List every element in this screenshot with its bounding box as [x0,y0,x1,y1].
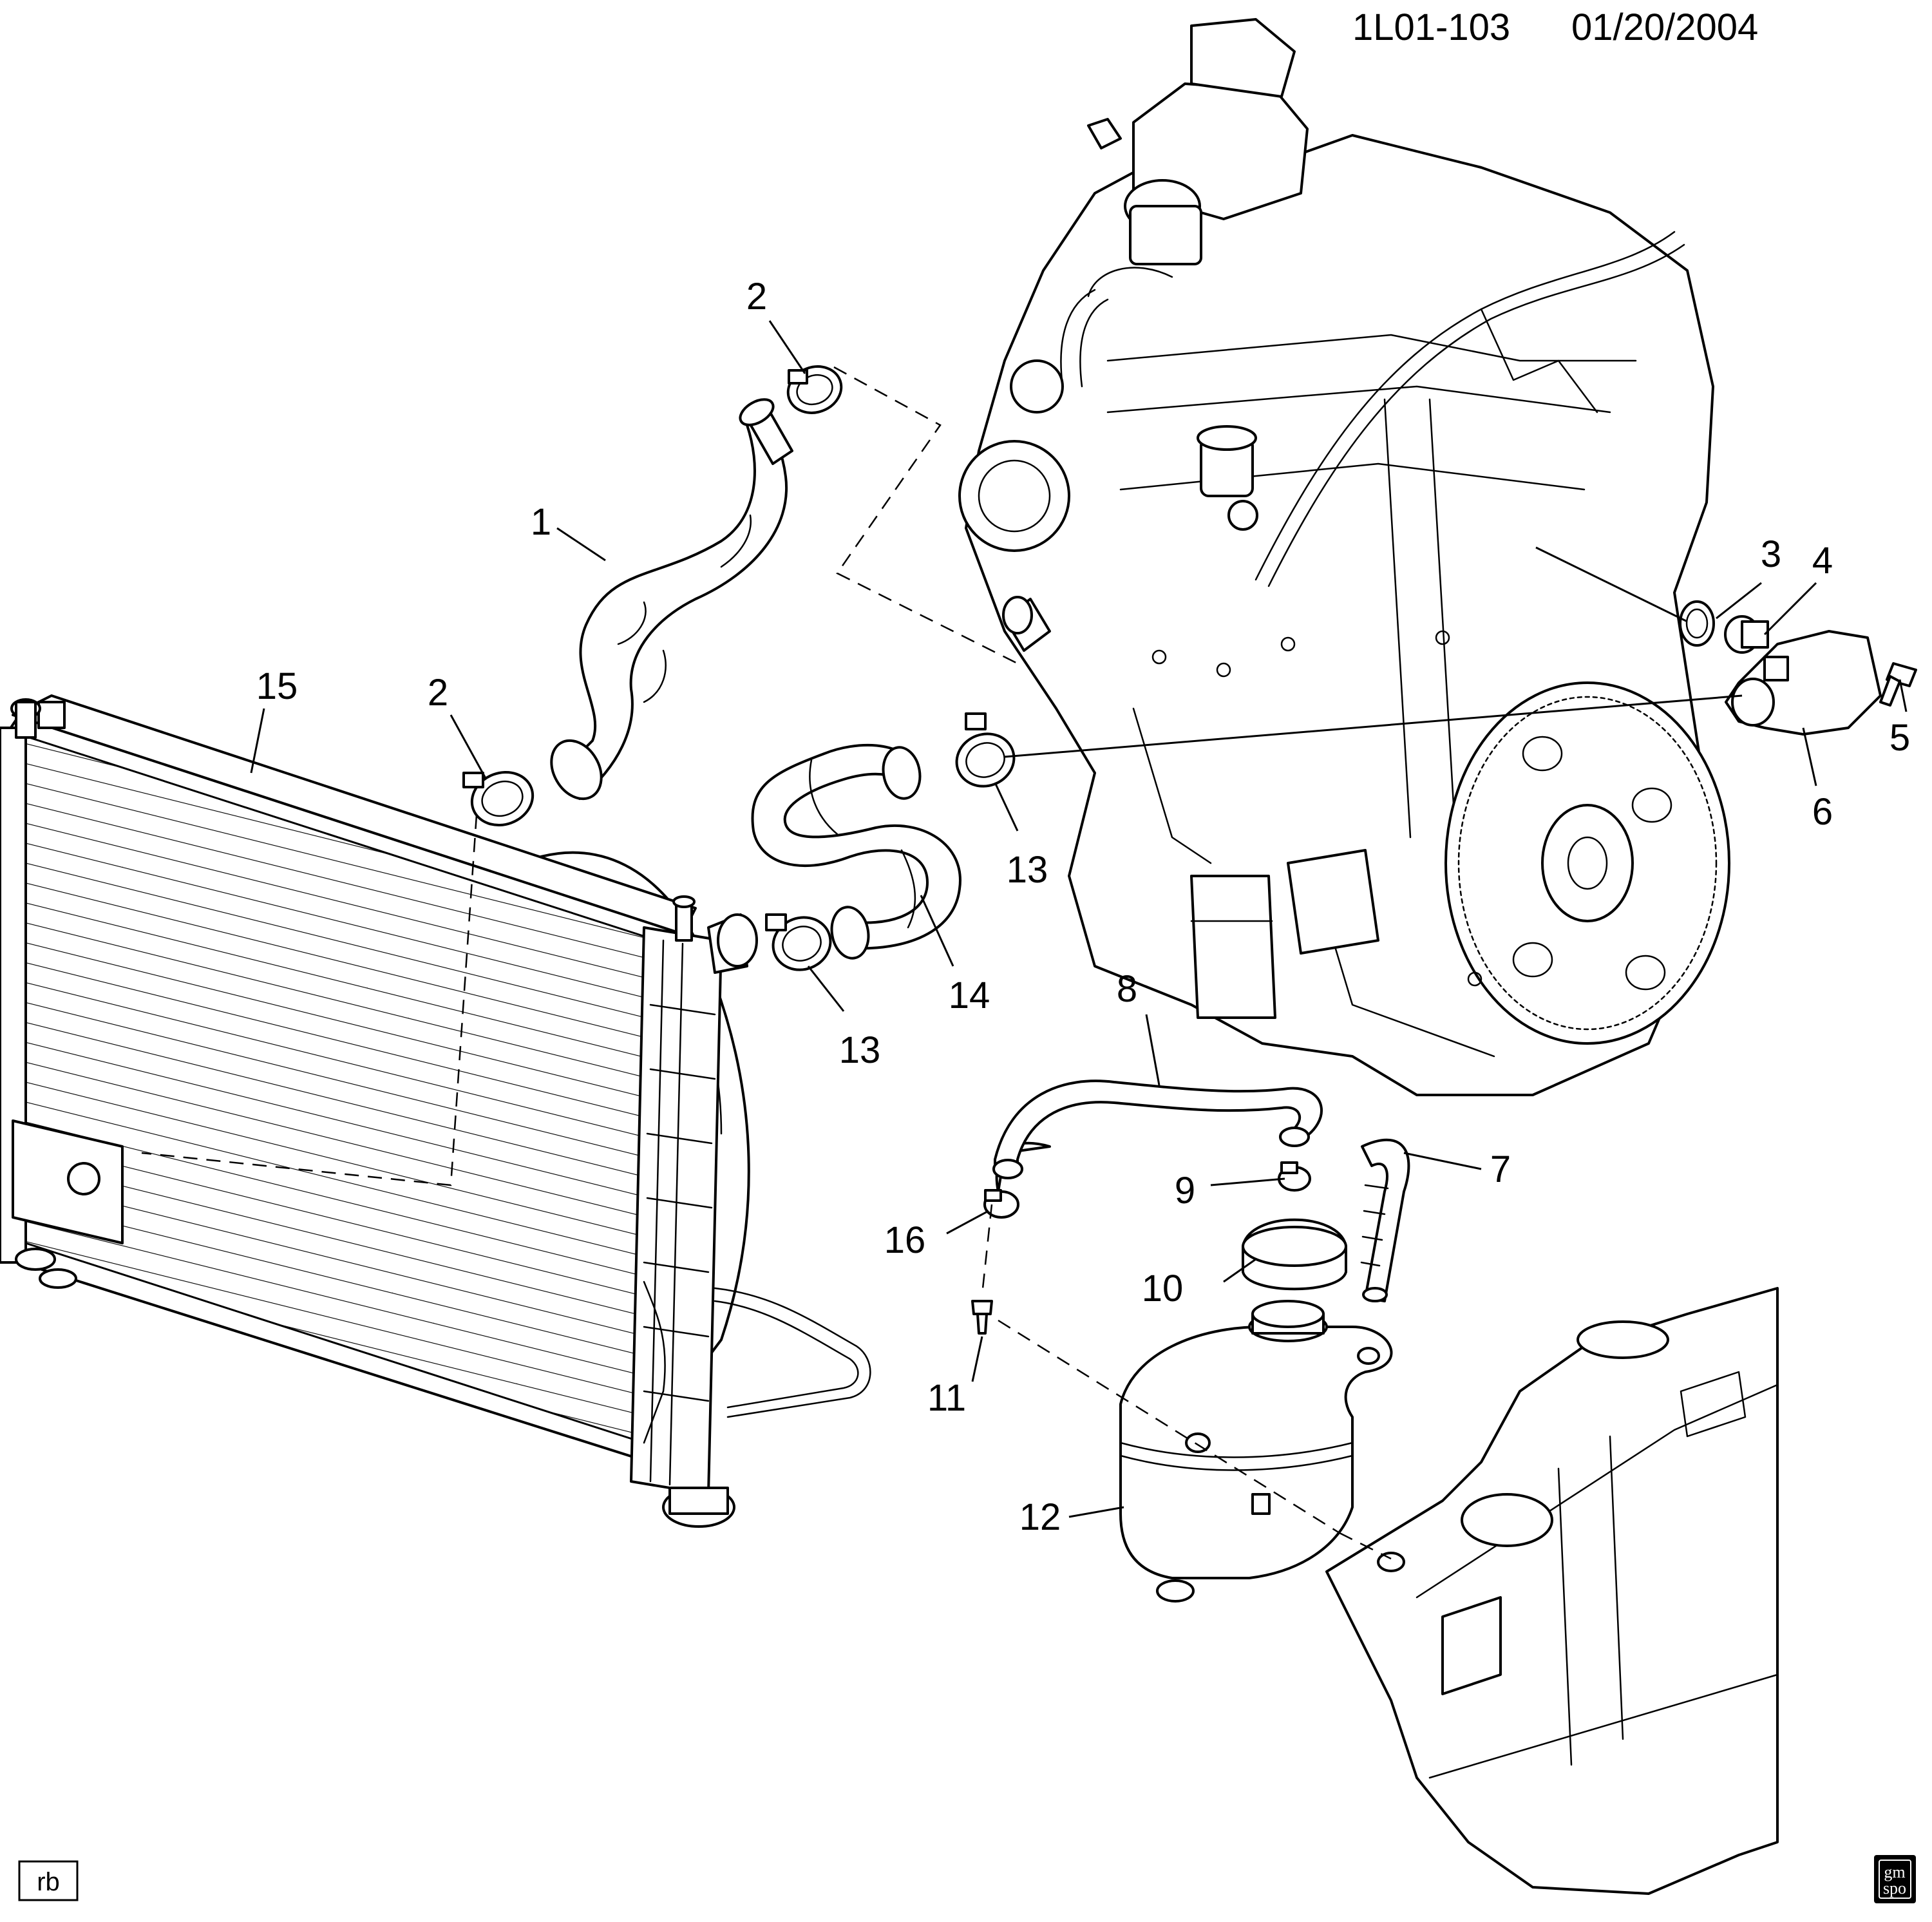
screw-11 [971,1300,993,1335]
callout-7: 7 [1490,1148,1511,1190]
radiator [0,694,871,1528]
callout-4: 4 [1812,540,1833,582]
callout-10: 10 [1142,1268,1184,1309]
assembly-lines [141,366,1743,1560]
thermostat-seal [1679,600,1715,647]
clamp-9 [1278,1161,1311,1192]
engine-assembly [958,18,1730,1096]
callout-2-lower: 2 [428,672,448,714]
surge-tank [1119,1300,1393,1603]
gm-spo-logo: gm spo [1874,1855,1916,1903]
hose-clamp-13-lower [765,913,832,971]
callout-11: 11 [927,1377,966,1419]
upper-radiator-hose [550,398,793,801]
callouts: 2 1 2 15 3 4 5 6 13 14 13 8 7 9 16 10 11… [256,276,1910,1538]
pressure-cap [1242,1218,1347,1291]
callout-13-upper: 13 [1007,849,1048,891]
callout-6: 6 [1812,791,1833,833]
thermostat-housing [1725,630,1882,736]
hose-clamp-lower [462,770,535,827]
catalog-id: 1L01-103 [1352,6,1510,48]
callout-9: 9 [1175,1170,1195,1212]
svg-text:spo: spo [1883,1879,1906,1898]
clamp-16 [983,1189,1019,1219]
bolt [1879,662,1917,707]
overflow-hose [992,1080,1323,1193]
thermostat [1724,615,1769,654]
callout-15: 15 [256,665,298,707]
callout-8: 8 [1117,968,1137,1010]
initials: rb [37,1868,60,1896]
callout-12: 12 [1019,1496,1061,1538]
vent-hose [1360,1138,1410,1302]
callout-5: 5 [1889,717,1910,759]
callout-3: 3 [1761,533,1781,575]
diagram-date: 01/20/2004 [1571,6,1758,48]
callout-13-lower: 13 [839,1029,881,1071]
initials-box: rb [18,1860,79,1901]
hose-clamp-upper [786,365,843,414]
callout-1: 1 [531,501,551,543]
callout-14: 14 [949,975,990,1016]
lower-radiator-hose [751,743,961,960]
callout-16: 16 [884,1219,926,1261]
hose-clamp-13-upper [955,712,1016,788]
svg-text:gm: gm [1884,1863,1905,1881]
leader-lines [250,320,1908,1518]
callout-2-upper: 2 [746,276,767,318]
body-panel [1325,1287,1779,1895]
